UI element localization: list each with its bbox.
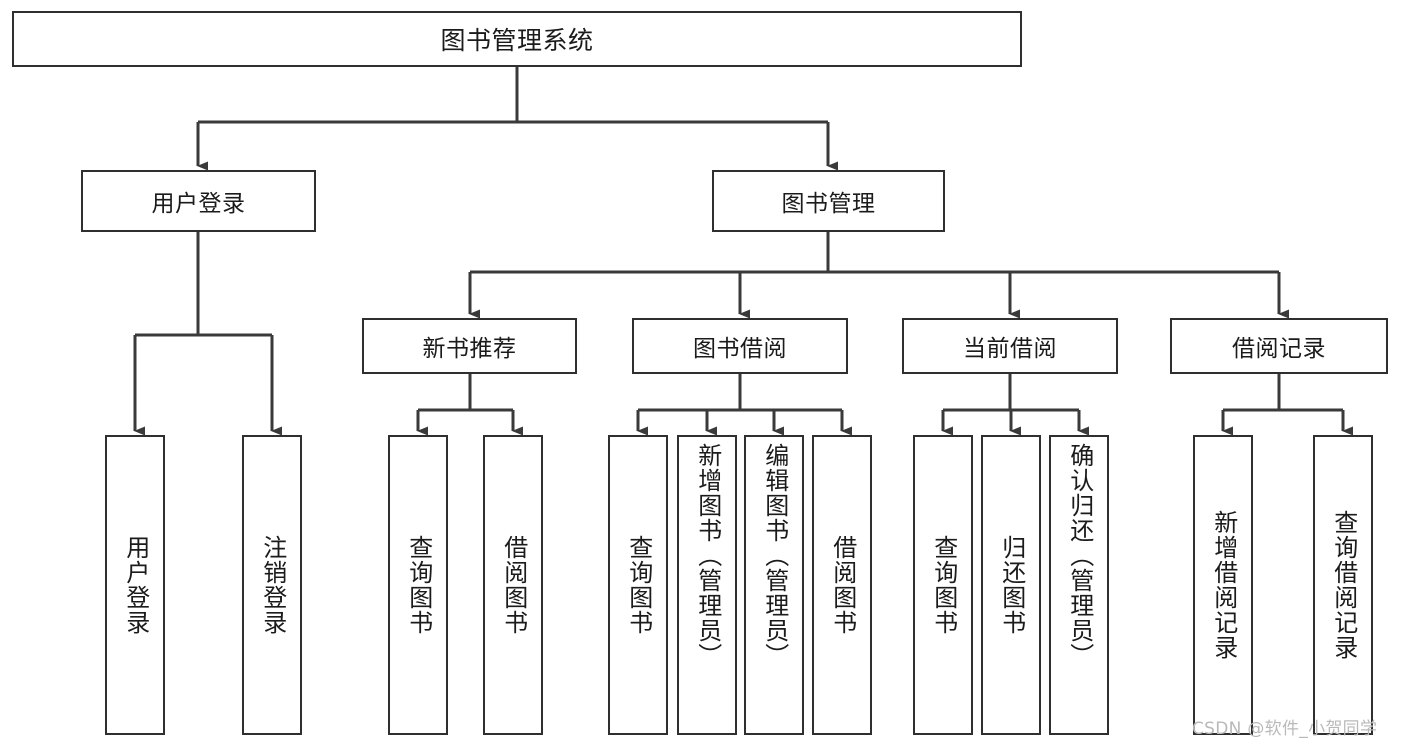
node-label: 当前借阅: [963, 336, 1057, 362]
node-label: 新书推荐: [422, 336, 517, 362]
node-new-book-recommend[interactable]: 新书推荐: [362, 318, 577, 374]
node-label: 用户登录: [151, 191, 246, 217]
node-label: 借阅图书: [499, 535, 528, 635]
leaf-record-add-borrow-record[interactable]: 新增借阅记录: [1193, 435, 1253, 735]
leaf-record-query-borrow-record[interactable]: 查询借阅记录: [1313, 435, 1373, 735]
leaf-newrec-query-book[interactable]: 查询图书: [388, 435, 448, 735]
leaf-newrec-borrow-book[interactable]: 借阅图书: [483, 435, 543, 735]
node-label: 用户登录: [121, 535, 150, 635]
node-root-system[interactable]: 图书管理系统: [12, 11, 1022, 67]
node-book-management[interactable]: 图书管理: [712, 170, 945, 232]
node-label: 图书管理: [781, 191, 876, 217]
node-label: 图书借阅: [693, 336, 787, 362]
leaf-borrow-edit-book-admin[interactable]: 编辑图书（管理员）: [744, 435, 804, 735]
leaf-borrow-query-book[interactable]: 查询图书: [608, 435, 668, 735]
watermark: CSDN @软件_小贺同学: [1192, 719, 1378, 739]
node-label: 图书管理系统: [440, 26, 594, 55]
node-user-login[interactable]: 用户登录: [81, 170, 316, 232]
node-book-borrow[interactable]: 图书借阅: [632, 318, 848, 374]
node-label: 注销登录: [258, 535, 287, 635]
node-label: 借阅图书: [828, 535, 857, 635]
node-label: 查询图书: [929, 535, 958, 635]
node-label: 归还图书: [997, 535, 1026, 635]
node-label: 借阅记录: [1232, 336, 1326, 362]
leaf-current-query-book[interactable]: 查询图书: [913, 435, 973, 735]
node-label: 新增图书（管理员）: [693, 443, 722, 668]
node-label: 编辑图书（管理员）: [760, 443, 789, 668]
leaf-borrow-borrow-book[interactable]: 借阅图书: [812, 435, 872, 735]
node-label: 查询借阅记录: [1329, 510, 1358, 660]
node-current-borrow[interactable]: 当前借阅: [902, 318, 1118, 374]
leaf-login-user-login[interactable]: 用户登录: [105, 435, 165, 735]
node-borrow-record[interactable]: 借阅记录: [1170, 318, 1388, 374]
node-label: 确认归还（管理员）: [1065, 443, 1094, 668]
leaf-current-return-book[interactable]: 归还图书: [981, 435, 1041, 735]
leaf-borrow-add-book-admin[interactable]: 新增图书（管理员）: [677, 435, 737, 735]
leaf-login-logout[interactable]: 注销登录: [242, 435, 302, 735]
node-label: 查询图书: [404, 535, 433, 635]
node-label: 新增借阅记录: [1209, 510, 1238, 660]
node-label: 查询图书: [624, 535, 653, 635]
leaf-current-confirm-return-admin[interactable]: 确认归还（管理员）: [1049, 435, 1109, 735]
